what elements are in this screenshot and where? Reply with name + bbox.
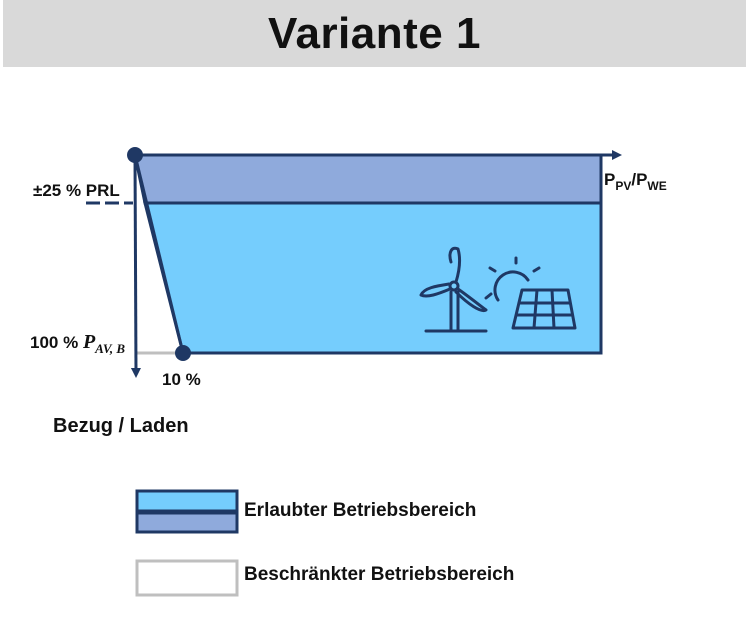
prl-label: ±25 % PRL xyxy=(33,181,120,200)
y-axis-arrow xyxy=(130,154,141,378)
legend-restricted-label: Beschränkter Betriebsbereich xyxy=(244,564,515,585)
origin-point xyxy=(127,147,143,163)
legend-allowed-swatch xyxy=(135,489,239,534)
allowed-operating-area xyxy=(143,201,603,355)
prl-band xyxy=(133,153,603,205)
ten-percent-point xyxy=(175,345,191,361)
x-axis-label: PPV/PWE xyxy=(604,170,667,193)
ten-percent-label: 10 % xyxy=(162,370,201,389)
title-bar: Variante 1 xyxy=(3,0,746,67)
solar-panel-icon xyxy=(511,288,577,330)
wind-turbine-icon xyxy=(419,246,488,333)
sun-icon xyxy=(484,256,541,302)
page-title: Variante 1 xyxy=(268,8,481,58)
diagonal-boundary xyxy=(133,154,185,354)
pav-label: 100 % PAV, B xyxy=(30,331,126,356)
legend-allowed-label: Erlaubter Betriebsbereich xyxy=(244,500,477,521)
y-axis-label: Bezug / Laden xyxy=(53,415,189,437)
legend-restricted-swatch xyxy=(135,559,239,597)
